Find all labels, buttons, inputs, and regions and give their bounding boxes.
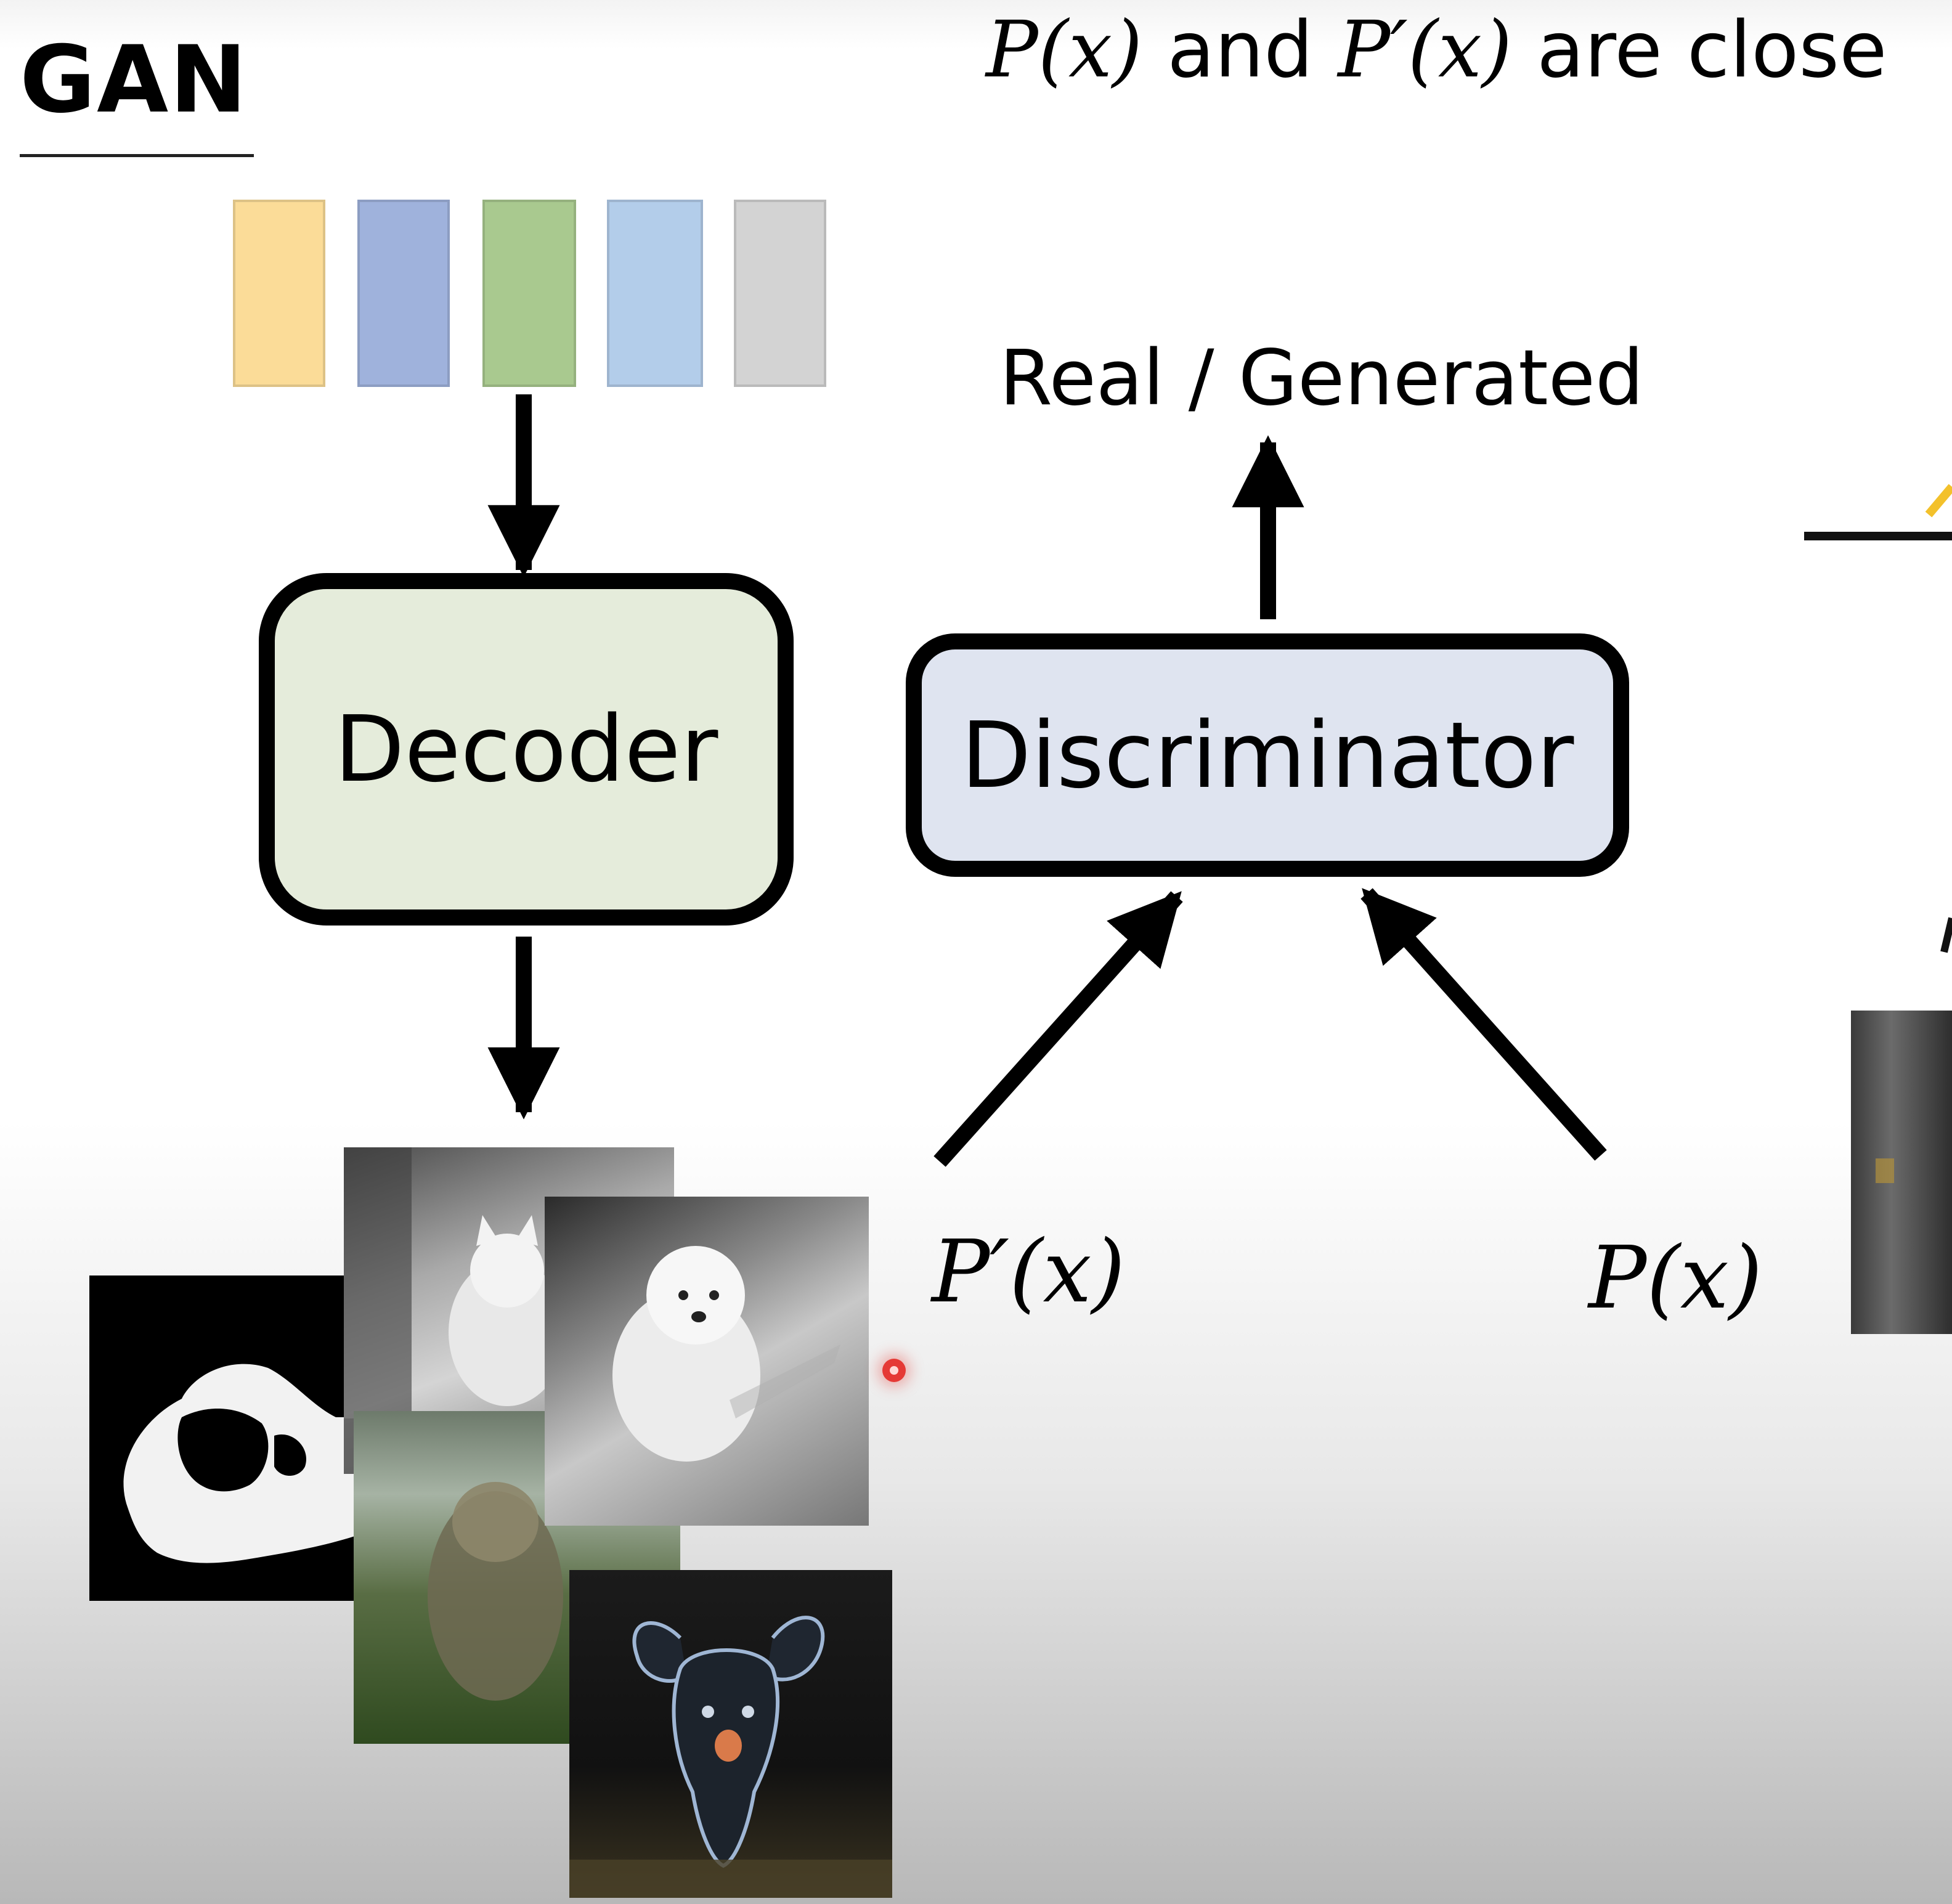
headline-p-prime: P′ — [1338, 4, 1408, 95]
discriminator-box: Discriminator — [906, 633, 1629, 877]
cursor-indicator — [882, 1359, 906, 1382]
p-prime-label: P′(x) — [932, 1222, 1126, 1322]
headline-rest: are close — [1512, 4, 1887, 95]
headline: P(x) and P′(x) are close — [986, 11, 1887, 89]
latent-bar-yellow — [233, 200, 325, 387]
cut-off-image-accent — [1876, 1158, 1894, 1183]
blurry-dog-icon — [428, 1482, 563, 1701]
headline-and: and — [1142, 4, 1338, 95]
outline-dog-icon — [569, 1616, 892, 1898]
output-label: Real / Generated — [999, 334, 1644, 423]
cut-off-yellow-stroke — [1925, 484, 1952, 518]
decoder-label: Decoder — [334, 696, 718, 802]
cut-off-black-stroke — [1940, 917, 1952, 953]
latent-bar-blue — [357, 200, 450, 387]
slide-title: GAN — [20, 26, 248, 134]
silhouette-dog-icon — [123, 1364, 360, 1563]
arrow-p-to-discriminator — [1360, 888, 1607, 1161]
arrow-p-prime-to-discriminator — [933, 891, 1183, 1167]
cut-off-image-right — [1851, 1011, 1952, 1334]
title-underline — [20, 154, 254, 157]
latent-bar-green — [482, 200, 576, 387]
latent-bar-gray — [734, 200, 826, 387]
generated-image-silhouette — [89, 1275, 360, 1601]
fluffy-dog-icon — [612, 1246, 840, 1462]
latent-bar-light-blue — [607, 200, 703, 387]
headline-p: P — [986, 4, 1038, 95]
p-label: P(x) — [1588, 1228, 1763, 1328]
headline-p-prime-arg: (x) — [1407, 4, 1513, 95]
headline-p-arg: (x) — [1038, 4, 1143, 95]
generated-image-outline-dog — [569, 1570, 892, 1898]
generated-image-fluffy-dog — [545, 1197, 869, 1526]
decoder-box: Decoder — [259, 573, 794, 926]
discriminator-label: Discriminator — [961, 702, 1574, 808]
